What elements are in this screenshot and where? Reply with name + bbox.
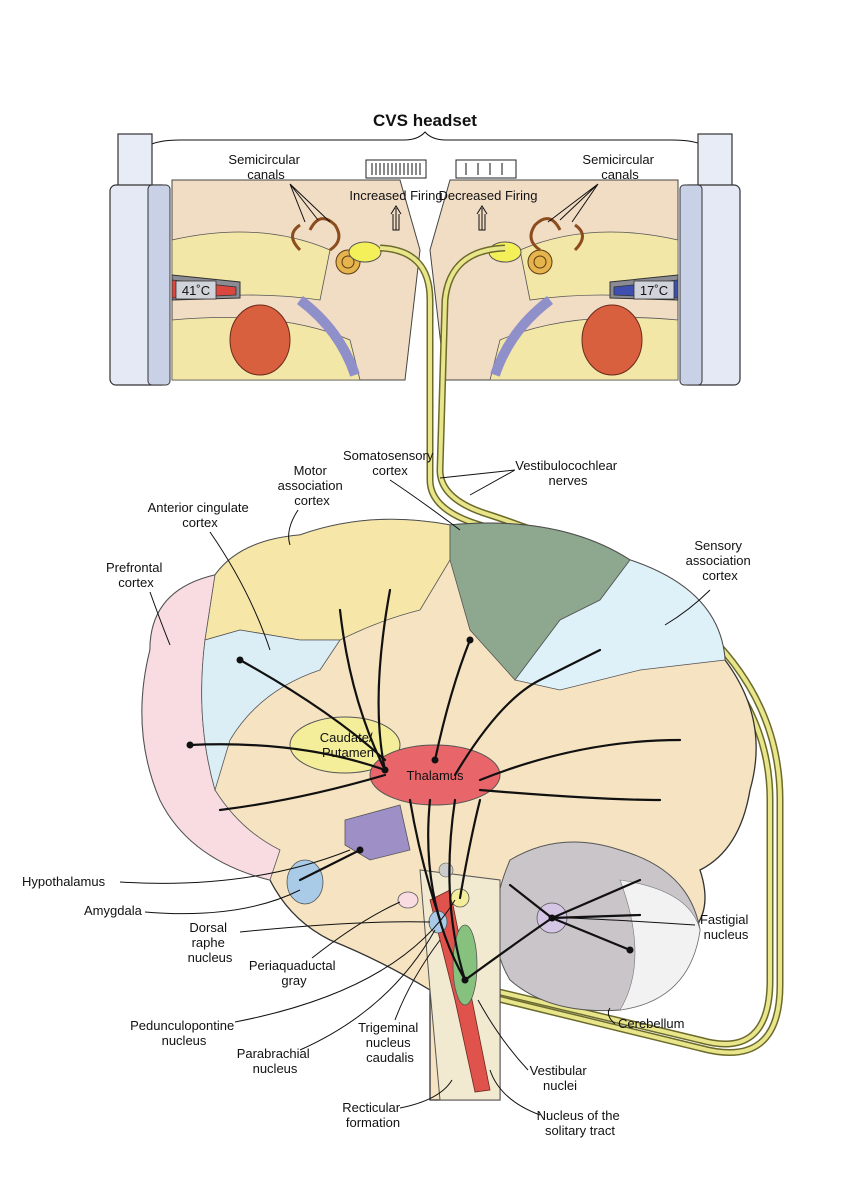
caudate-putamen-label: Caudate/ Putamen — [320, 730, 376, 760]
region-periaqueductal — [397, 891, 419, 909]
cerebellum-label: Cerebellum — [618, 1016, 684, 1031]
solitary-tract-label: Nucleus of the solitary tract — [537, 1108, 624, 1138]
anterior-cingulate-label: Anterior cingulate cortex — [148, 500, 253, 530]
reticular-label: Recticular formation — [342, 1100, 403, 1130]
brain — [141, 518, 757, 1101]
decreased-firing-indicator: Decreased Firing — [439, 159, 538, 231]
pedunculopontine-label: Pedunculopontine nucleus — [130, 1018, 238, 1048]
region-amygdala — [286, 859, 324, 905]
motor-association-label: Motor association cortex — [278, 463, 347, 508]
periaqueductal-label: Periaquaductal gray — [249, 958, 339, 988]
somatosensory-label: Somatosensory cortex — [343, 448, 437, 478]
left-ear-anatomy: 41˚C — [171, 179, 421, 381]
region-motor-association — [204, 518, 451, 641]
region-vestibular-nuclei — [452, 924, 478, 1006]
left-canals-label: Semicircular canals — [228, 152, 303, 182]
vestibulocochlear-label: Vestibulocochlear nerves — [515, 458, 621, 488]
left-earcup — [109, 133, 171, 386]
right-temp-box — [633, 280, 675, 300]
region-caudate-putamen — [289, 716, 401, 774]
headset-band — [137, 131, 716, 163]
dorsal-raphe-label: Dorsal raphe nucleus — [188, 920, 233, 965]
increased-firing-label: Increased Firing — [349, 188, 442, 203]
right-canals-label: Semicircular canals — [582, 152, 657, 182]
increased-firing-indicator: Increased Firing — [349, 159, 443, 231]
prefrontal-label: Prefrontal cortex — [106, 560, 166, 590]
trigeminal-label: Trigeminal nucleus caudalis — [358, 1020, 422, 1065]
fastigial-label: Fastigial nucleus — [700, 912, 752, 942]
region-cingulate — [201, 629, 341, 792]
right-temp: 17˚C — [640, 283, 668, 298]
parabrachial-label: Parabrachial nucleus — [237, 1046, 314, 1076]
right-ear-anatomy: 17˚C — [429, 179, 679, 381]
vestibular-nuclei-label: Vestibular nuclei — [530, 1063, 591, 1093]
region-sensory-association — [514, 559, 726, 691]
sensory-association-label: Sensory association cortex — [686, 538, 755, 583]
region-thalamus — [369, 744, 501, 806]
left-temp-box — [175, 280, 217, 300]
headset-title: CVS headset — [373, 111, 477, 130]
amygdala-label: Amygdala — [84, 903, 143, 918]
left-temp: 41˚C — [182, 283, 210, 298]
right-earcup — [679, 133, 741, 386]
hypothalamus-label: Hypothalamus — [22, 874, 106, 889]
headset: CVS headset 41 — [109, 111, 741, 386]
region-hypothalamus — [344, 804, 411, 861]
thalamus-label: Thalamus — [406, 768, 464, 783]
decreased-firing-label: Decreased Firing — [439, 188, 538, 203]
axon-projections — [186, 588, 682, 984]
